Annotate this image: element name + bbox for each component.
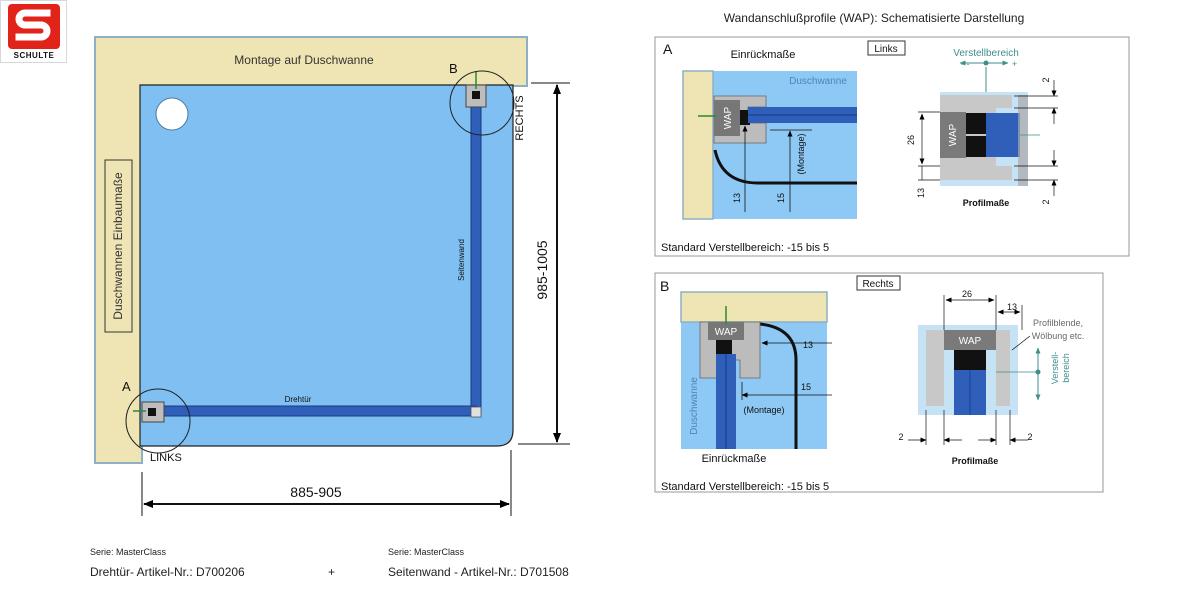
panel-b: B Rechts Duschwanne WAP 13 15 (Montage) … [654, 272, 1104, 493]
side-label-box [104, 159, 133, 333]
panel-b-profile: WAP 26 13 Profilblende, Wölbung etc. Ver… [898, 289, 1084, 466]
panel-a-side-tag: Links [874, 44, 897, 55]
drain-circle [155, 97, 189, 131]
footer-left-series: Serie: MasterClass [90, 547, 167, 557]
detail-circle-b [449, 70, 515, 136]
top-label: Montage auf Duschwanne [234, 53, 374, 67]
panel-b-letter: B [660, 278, 669, 294]
panel-b-trim-note-1: Profilblende, [1033, 318, 1083, 328]
panel-a-dim-13-right: 13 [916, 188, 926, 198]
panel-b-tub-label: Duschwanne [689, 377, 700, 435]
door-label: Drehtür [285, 395, 312, 404]
panel-a-side-tag-box [867, 40, 906, 56]
door-glass [149, 405, 477, 417]
links-label: LINKS [150, 452, 182, 464]
panel-a-profile-wap: WAP [948, 123, 959, 146]
panel-a-tub-label: Duschwanne [789, 76, 847, 87]
panel-b-dim-26: 26 [962, 289, 972, 299]
panel-b-title: Einrückmaße [702, 453, 767, 465]
panel-b-montage: (Montage) [743, 405, 784, 415]
rechts-label: RECHTS [514, 95, 526, 140]
panel-a-detail: Duschwanne WAP 13 15 (Montage) [682, 70, 857, 220]
panel-b-side-tag: Rechts [862, 279, 893, 290]
panel-a-title: Einrückmaße [731, 49, 796, 61]
wall-strip-b [680, 291, 828, 323]
panel-a-montage: (Montage) [796, 133, 806, 174]
corner-a-label: A [122, 379, 131, 394]
footer-right-article: Seitenwand - Artikel-Nr.: D701508 [388, 565, 569, 579]
panel-b-dim-2-right: 2 [1027, 432, 1032, 442]
panel-b-detail: Duschwanne WAP 13 15 (Montage) Einrückma… [680, 291, 832, 465]
shower-tray [139, 84, 514, 447]
panel-a-dim-2-bottom: 2 [1041, 199, 1051, 204]
side-label: Duschwannen Einbaumaße [111, 172, 125, 320]
panel-b-dim-13-top: 13 [1007, 302, 1017, 312]
height-dimension: 985-1005 [534, 240, 550, 299]
panel-a-profile-title: Profilmaße [963, 198, 1010, 208]
panel-a-dim-2-top: 2 [1041, 77, 1051, 82]
corner-b-label: B [449, 61, 458, 76]
panel-a-wap: WAP [723, 106, 734, 129]
panels-title: Wandanschlußprofile (WAP): Schematisiert… [724, 11, 1025, 25]
panel-b-trim-note-2: Wölbung etc. [1032, 331, 1085, 341]
panel-b-dim-13: 13 [803, 340, 813, 350]
footer-right-series: Serie: MasterClass [388, 547, 465, 557]
footer-plus: + [328, 565, 335, 579]
panel-a-dim-15: 15 [776, 193, 786, 203]
corner-connector [470, 406, 482, 418]
width-dimension: 885-905 [290, 484, 342, 500]
wall-strip [682, 70, 714, 220]
panel-a-range-label: Verstellbereich [953, 48, 1019, 59]
side-wall-label: Seitenwand [457, 239, 466, 281]
panel-b-wap: WAP [715, 327, 738, 338]
footer: Serie: MasterClass Drehtür- Artikel-Nr.:… [90, 547, 569, 579]
panel-a: A Einrückmaße Links Duschwanne WAP 13 15… [654, 36, 1130, 257]
tray-edge [713, 149, 857, 185]
brand-logo [0, 0, 67, 63]
panel-b-range-label-1: Verstell- [1050, 352, 1060, 385]
panel-b-dim-15: 15 [801, 382, 811, 392]
logo-text: SCHULTE [13, 51, 55, 60]
side-wall-glass [470, 91, 482, 415]
svg-text:+: + [1012, 59, 1017, 69]
panel-a-letter: A [663, 41, 673, 57]
panel-a-standard: Standard Verstellbereich: -15 bis 5 [661, 242, 829, 254]
panel-b-profile-title: Profilmaße [952, 456, 999, 466]
tray-edge-b [759, 322, 798, 449]
footer-left-article: Drehtür- Artikel-Nr.: D700206 [90, 565, 245, 579]
panel-a-dim-13: 13 [732, 193, 742, 203]
svg-text:- -: - - [961, 59, 970, 69]
panel-b-side-tag-box [856, 275, 901, 291]
floor-plan: Duschwannen Einbaumaße Montage auf Dusch… [94, 36, 570, 516]
panel-a-profile: Verstellbereich - - + WAP 2 2 [906, 48, 1058, 208]
detail-circle-a [125, 388, 191, 454]
panel-b-dim-2-left: 2 [898, 432, 903, 442]
logo-s-mark [8, 4, 60, 49]
panel-b-profile-wap: WAP [959, 336, 982, 347]
panel-a-dim-26: 26 [906, 135, 916, 145]
panel-b-range-label-2: bereich [1061, 353, 1071, 383]
panel-b-standard: Standard Verstellbereich: -15 bis 5 [661, 481, 829, 493]
